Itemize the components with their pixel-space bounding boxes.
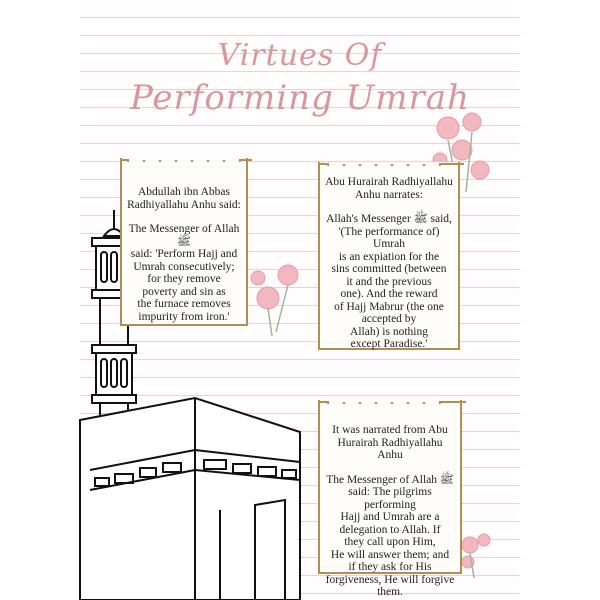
hadith-line: said: 'Perform Hajj and — [130, 248, 238, 260]
narrator-line: Abdullah ibn Abbas — [138, 186, 230, 198]
hadith-card-2: Abu Hurairah Radhiyallahu Anhu narrates:… — [318, 162, 464, 351]
hadith-line: The Messenger of Allah ﷺ — [128, 223, 240, 248]
hadith-line: except Paradise.' — [350, 338, 428, 350]
hadith-line: them. — [377, 586, 403, 598]
hadith-line: for they remove — [147, 273, 221, 285]
narrator-line: Anhu narrates: — [354, 188, 424, 201]
kaaba-icon — [79, 396, 301, 600]
hadith-line: Hajj and Umrah are a — [340, 511, 440, 523]
hadith-line: impurity from iron.' — [138, 310, 230, 323]
hadith-line: Allah) is nothing — [350, 325, 428, 338]
hadith-card-3: It was narrated from Abu Hurairah Radhiy… — [318, 400, 466, 598]
narrator-line: It was narrated from Abu — [332, 424, 448, 436]
page-title-line-1: Virtues Of — [217, 38, 383, 73]
narrator-line: Hurairah Radhiyallahu Anhu — [337, 436, 443, 462]
hadith-line: Umrah consecutively; — [133, 260, 235, 273]
page-title-line-2: Performing Umrah — [130, 78, 470, 118]
hadith-line: forgiveness, He will forgive — [325, 573, 455, 586]
hadith-line: is an expiation for the — [338, 250, 440, 263]
hadith-line: poverty and sin as — [142, 285, 226, 298]
torn-edge — [120, 159, 252, 162]
hadith-line: one). And the reward — [340, 288, 438, 300]
hadith-text-3: It was narrated from Abu Hurairah Radhiy… — [324, 424, 456, 599]
torn-edge — [318, 163, 464, 166]
hadith-text-1: Abdullah ibn Abbas Radhiyallahu Anhu sai… — [126, 186, 242, 323]
torn-edge — [318, 401, 466, 404]
narrator-line: Abu Hurairah Radhiyallahu — [325, 176, 453, 188]
hadith-line: sins committed (between — [331, 263, 447, 275]
hadith-line: Allah's Messenger ﷺ said, — [326, 213, 452, 225]
hadith-line: if they ask for His — [348, 561, 432, 573]
flower-decoration-icon — [250, 112, 491, 579]
hadith-line: The Messenger of Allah ﷺ — [326, 473, 454, 486]
hadith-line: the furnace removes — [137, 298, 231, 310]
hadith-line: it and the previous — [346, 275, 432, 288]
hadith-card-1: Abdullah ibn Abbas Radhiyallahu Anhu sai… — [120, 158, 252, 326]
hadith-line: He will answer them; and — [330, 548, 450, 561]
hadith-line: they call upon Him, — [344, 536, 436, 548]
minaret-icon — [91, 210, 137, 600]
hadith-line: '(The performance of) Umrah — [338, 225, 440, 251]
hadith-line: said: The pilgrims performing — [348, 486, 432, 511]
hadith-line: of Hajj Mabrur (the one — [334, 300, 444, 313]
hadith-text-2: Abu Hurairah Radhiyallahu Anhu narrates:… — [324, 176, 454, 351]
narrator-line: Radhiyallahu Anhu said: — [127, 198, 241, 211]
hadith-line: accepted by — [361, 313, 417, 325]
hadith-line: delegation to Allah. If — [339, 523, 441, 536]
